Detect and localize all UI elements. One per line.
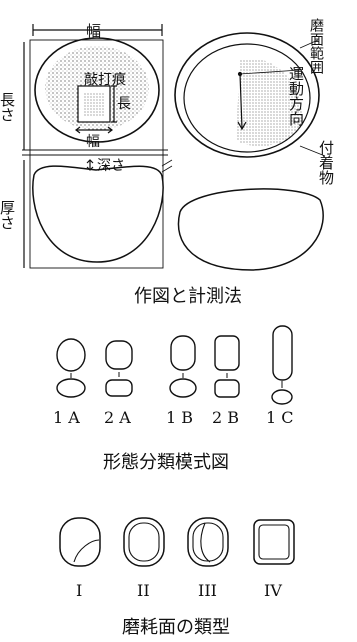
stone-side-view-right xyxy=(177,188,324,271)
stone-top-view-right xyxy=(174,32,320,158)
figure3-caption: 磨耗面の類型 xyxy=(122,617,230,638)
adhered-stipple xyxy=(236,58,302,146)
shape-1c-top xyxy=(272,325,293,381)
label-width: 幅 xyxy=(86,22,101,40)
shape-1b-top xyxy=(170,335,196,371)
wear-label-ii: II xyxy=(137,581,150,600)
figure2-caption: 形態分類模式図 xyxy=(103,452,229,473)
wear-type-iii xyxy=(187,517,229,567)
wear-label-iv: IV xyxy=(264,581,282,600)
type-label-1c: 1 C xyxy=(266,408,294,427)
motion-arrow xyxy=(239,73,243,129)
label-pit-width: 幅 xyxy=(86,134,100,150)
label-wear-area: 磨面範囲 xyxy=(308,18,324,74)
shape-1a-top xyxy=(56,338,86,372)
wear-label-i: I xyxy=(76,581,82,600)
shape-1c-side xyxy=(271,389,293,405)
shape-1a-side xyxy=(56,378,86,398)
shape-1b-side xyxy=(169,378,197,398)
wear-type-labels: I II III IV xyxy=(76,581,282,600)
label-depth: 深さ xyxy=(97,158,125,174)
wear-type-iv xyxy=(253,519,295,565)
label-pit-length: 長 xyxy=(117,96,131,112)
stone-top-view xyxy=(34,37,160,143)
shape-classification xyxy=(56,325,293,405)
type-label-2b: 2 B xyxy=(212,408,239,427)
figure1-caption: 作図と計測法 xyxy=(134,286,242,307)
label-motion-dir: 運動方向 xyxy=(287,66,305,126)
wear-area-outline xyxy=(183,43,311,153)
measurement-diagram xyxy=(22,24,173,269)
shape-type-labels: 1 A 2 A 1 B 2 B 1 C xyxy=(53,408,294,427)
label-thickness: 厚さ xyxy=(0,200,16,230)
bounding-box xyxy=(29,39,164,269)
label-adhered: 付着物 xyxy=(317,140,335,186)
label-length-left-text: 長さ xyxy=(0,92,16,122)
label-pit: 敲打痕 xyxy=(84,71,126,88)
type-label-1a: 1 A xyxy=(53,408,80,427)
type-label-1b: 1 B xyxy=(166,408,193,427)
stone-side-view xyxy=(32,165,164,263)
wear-type-i xyxy=(59,517,101,567)
wear-diagram xyxy=(174,32,326,271)
wear-label-iii: III xyxy=(198,581,217,600)
shape-2b-side xyxy=(214,379,240,398)
type-label-2a: 2 A xyxy=(104,408,131,427)
shape-2a-side xyxy=(105,379,133,397)
shape-2b-top xyxy=(214,335,240,371)
shape-2a-top xyxy=(105,340,133,370)
label-length-left: 長さ xyxy=(0,92,16,122)
wear-surface-types xyxy=(59,517,295,567)
wear-type-ii xyxy=(123,517,165,567)
